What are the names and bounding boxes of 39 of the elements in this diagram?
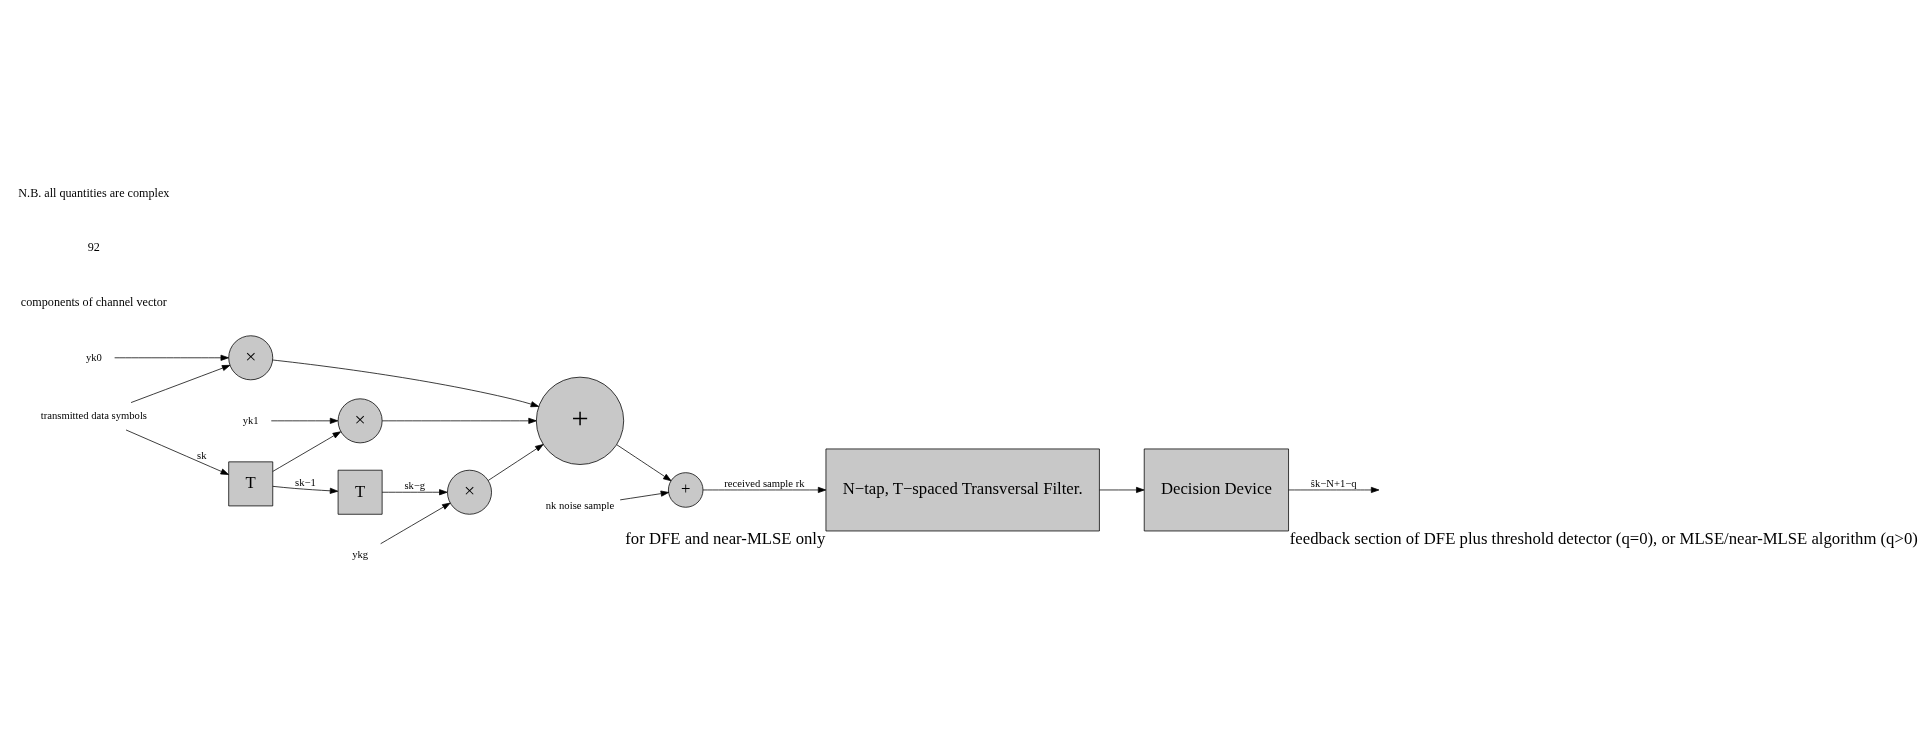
node-text: yk0 — [85, 351, 102, 363]
arrow — [270, 417, 339, 424]
node-circle: + — [668, 471, 704, 508]
node-box: T — [337, 469, 383, 515]
node-circle: × — [447, 469, 492, 515]
node-box: N−tap, T−spaced Transversal Filter. — [825, 448, 1100, 531]
node-label: for DFE and near-MLSE only — [625, 528, 826, 548]
arrow — [114, 354, 229, 361]
node-label: feedback section of DFE plus threshold detector (q=0), or MLSE/near-MLSE algorithm (q>0) — [1289, 528, 1918, 548]
node-circle: × — [337, 397, 383, 443]
arrow — [380, 502, 451, 544]
node-box: T — [228, 461, 274, 506]
arrow — [702, 486, 827, 493]
arrow — [125, 429, 229, 475]
arrow — [619, 490, 670, 500]
arrow — [381, 488, 448, 495]
arrow — [1288, 486, 1380, 493]
edge-label: ŝk−N+1−q — [1310, 477, 1357, 489]
label: N.B. all quantities are complex — [18, 185, 170, 200]
edge-label: received sample rk — [724, 477, 805, 489]
edge-label: sk−g — [404, 479, 426, 491]
arrow — [272, 485, 339, 494]
edge-label: sk — [197, 449, 207, 461]
arrow — [381, 417, 537, 424]
arrow — [616, 443, 672, 481]
arrow — [1099, 486, 1145, 493]
node-circle: × — [228, 334, 274, 380]
node-text: yk1 — [242, 414, 259, 426]
arrow — [130, 364, 231, 403]
node-text: nk noise sample — [545, 499, 615, 511]
label: components of channel vector — [20, 294, 167, 309]
arrow — [487, 443, 544, 481]
arrow — [272, 430, 341, 472]
label: 92 — [87, 239, 100, 254]
node-box: Decision Device — [1143, 448, 1289, 531]
arrow — [272, 359, 540, 407]
edge-label: sk−1 — [295, 476, 316, 488]
node-text: transmitted data symbols — [40, 409, 147, 421]
node-text: ykg — [352, 548, 369, 560]
